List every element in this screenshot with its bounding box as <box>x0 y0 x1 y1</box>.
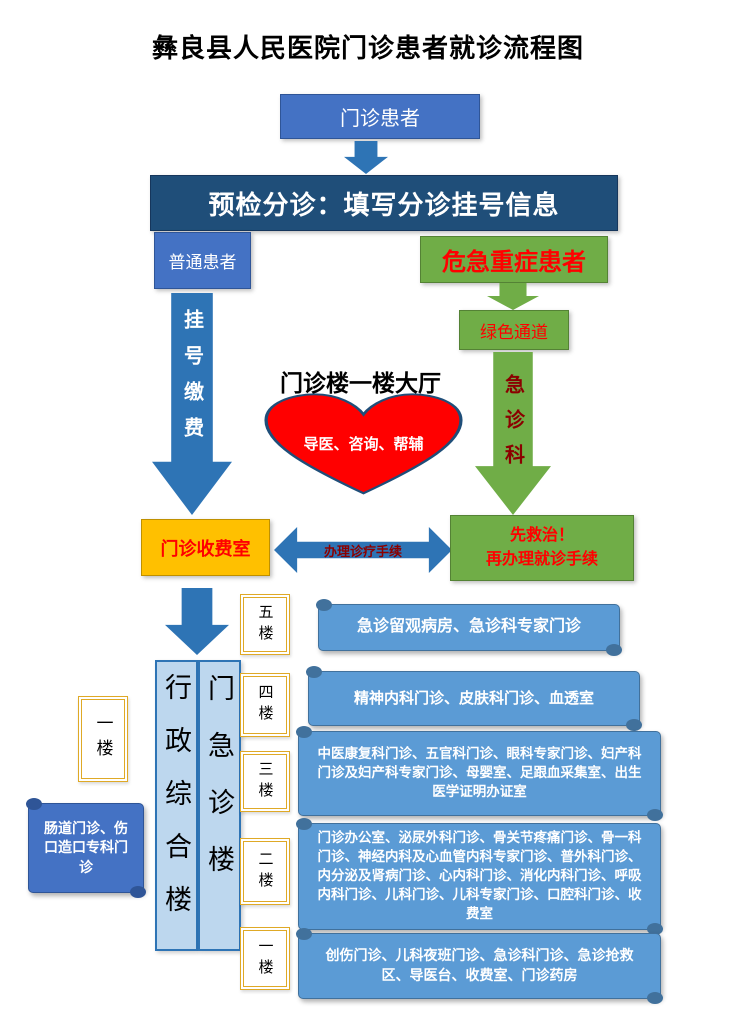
floor-banner-4f: 精神内科门诊、皮肤科门诊、血透室 <box>306 666 642 731</box>
admin-building-label: 行政综合楼 <box>161 673 191 938</box>
outpatient-er-building-label: 门急诊楼 <box>204 674 234 902</box>
left-wing-floor1-label: 一楼 <box>93 714 113 764</box>
page-title: 彝良县人民医院门诊患者就诊流程图 <box>151 33 584 63</box>
procedure-label: 办理诊疗手续 <box>323 543 402 559</box>
register-pay-arrow: 挂号缴费 <box>152 293 232 515</box>
heart-icon <box>264 393 463 495</box>
left-wing-floor1-frame: 一楼 <box>78 696 128 782</box>
floor-frame-2f: 二楼 <box>240 838 290 905</box>
er-dept-arrow: 急诊科 <box>475 352 551 515</box>
floor-frame-5f-label: 五楼 <box>256 603 274 646</box>
treat-first-line1: 先救治！ <box>509 527 574 544</box>
floor-frame-4f-label: 四楼 <box>256 684 274 726</box>
floor-frame-5f: 五楼 <box>240 594 290 655</box>
toll-room-box: 门诊收费室 <box>141 519 270 576</box>
arrow-toll-to-building-icon <box>165 588 229 655</box>
floor-frame-1f: 一楼 <box>240 927 290 990</box>
green-channel-box: 绿色通道 <box>459 310 569 350</box>
floor-frame-3f: 三楼 <box>240 751 290 812</box>
admin-building: 行政综合楼 <box>155 660 198 951</box>
arrow-patient-to-triage-icon <box>344 141 388 174</box>
floor-frame-3f-label: 三楼 <box>256 760 274 803</box>
floor-banner-3f: 中医康复科门诊、五官科门诊、眼科专家门诊、妇产科门诊及妇产科专家门诊、母婴室、足… <box>296 726 663 821</box>
outpatient-patient-box: 门诊患者 <box>280 94 480 139</box>
treat-first-box: 先救治！ 再办理就诊手续 <box>450 515 634 581</box>
intestinal-clinic-scroll: 肠道门诊、伤口造口专科门诊 <box>26 798 146 898</box>
procedure-double-arrow-icon: 办理诊疗手续 <box>274 527 452 573</box>
help-heart: 导医、咨询、帮辅 <box>262 392 465 498</box>
floor-frame-2f-label: 二楼 <box>256 850 274 893</box>
floor-banner-5f: 急诊留观病房、急诊科专家门诊 <box>316 599 622 656</box>
er-dept-label: 急诊科 <box>501 374 524 479</box>
register-pay-label: 挂号缴费 <box>180 309 203 453</box>
ordinary-patient-box: 普通患者 <box>154 232 251 289</box>
floor-banner-2f: 门诊办公室、泌尿外科门诊、骨关节疼痛门诊、骨一科门诊、神经内科及心血管内科专家门… <box>296 818 663 935</box>
treat-first-line2: 再办理就诊手续 <box>485 551 598 568</box>
lobby-title: 门诊楼一楼大厅 <box>280 370 441 396</box>
floor-frame-1f-label: 一楼 <box>256 937 274 980</box>
arrow-critical-to-channel-icon <box>487 283 539 310</box>
critical-patient-box: 危急重症患者 <box>420 236 608 283</box>
floor-frame-4f: 四楼 <box>240 673 290 737</box>
heart-label: 导医、咨询、帮辅 <box>303 435 424 453</box>
outpatient-er-building: 门急诊楼 <box>198 660 241 951</box>
floor-banner-1f: 创伤门诊、儿科夜班门诊、急诊科门诊、急诊抢救区、导医台、收费室、门诊药房 <box>296 928 663 1004</box>
triage-banner: 预检分诊：填写分诊挂号信息 <box>150 175 618 231</box>
